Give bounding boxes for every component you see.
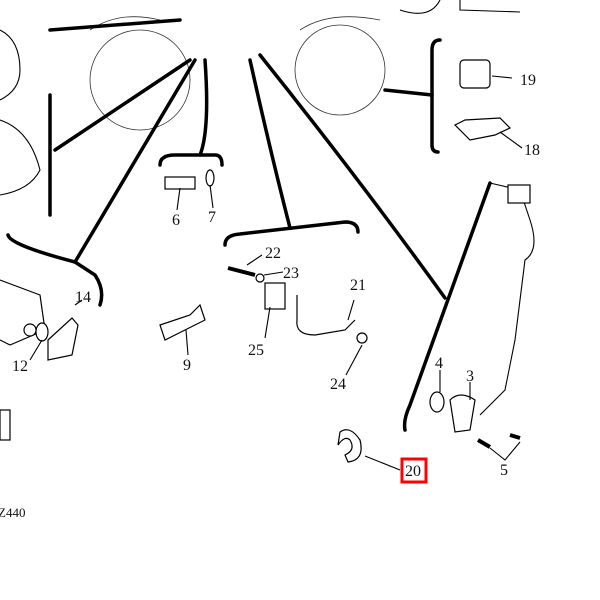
callout-23[interactable]: 23	[283, 265, 299, 282]
part-21-fitting	[296, 295, 356, 336]
callout-20[interactable]: 20	[405, 463, 421, 480]
part-22-bolt	[227, 266, 256, 277]
callout-3[interactable]: 3	[466, 368, 474, 385]
callout-6[interactable]: 6	[172, 212, 180, 229]
diagram-code: Z440	[0, 505, 25, 520]
part-5-screws	[476, 433, 521, 449]
callout-7[interactable]: 7	[208, 209, 216, 226]
callout-19[interactable]: 19	[520, 72, 536, 89]
sensor-cable	[479, 182, 535, 416]
part-20-clip	[337, 429, 362, 463]
callout-4[interactable]: 4	[435, 355, 443, 372]
callout-22[interactable]: 22	[265, 245, 281, 262]
part-23-washer	[255, 273, 265, 283]
part-4-oring	[429, 391, 445, 413]
callout-5[interactable]: 5	[500, 462, 508, 479]
part-7-seal	[205, 169, 215, 187]
highlight-box	[400, 457, 428, 484]
group-brackets	[6, 18, 492, 432]
callout-12[interactable]: 12	[12, 358, 28, 375]
callout-24[interactable]: 24	[330, 376, 346, 393]
part-6-sensor	[164, 176, 196, 190]
callout-18[interactable]: 18	[524, 142, 540, 159]
part-3-sensor-body	[449, 394, 476, 433]
callout-9[interactable]: 9	[183, 357, 191, 374]
callout-21[interactable]: 21	[350, 277, 366, 294]
part-24-nut	[356, 332, 368, 344]
part-12-oring	[35, 322, 49, 342]
part-19-switch	[459, 59, 491, 89]
engine-outline	[0, 0, 521, 196]
callout-14[interactable]: 14	[75, 289, 91, 306]
part-9-bracket	[159, 303, 206, 341]
parts	[0, 59, 535, 463]
callout-25[interactable]: 25	[248, 342, 264, 359]
part-14-gasket	[47, 317, 79, 361]
callout-labels: 19 18 6 7 22 23 21 25 24 14 12 9 4 3 5 2…	[0, 72, 540, 520]
part-25-block	[264, 282, 286, 310]
leader-lines	[29, 75, 523, 471]
part-18-clamp	[453, 117, 512, 141]
